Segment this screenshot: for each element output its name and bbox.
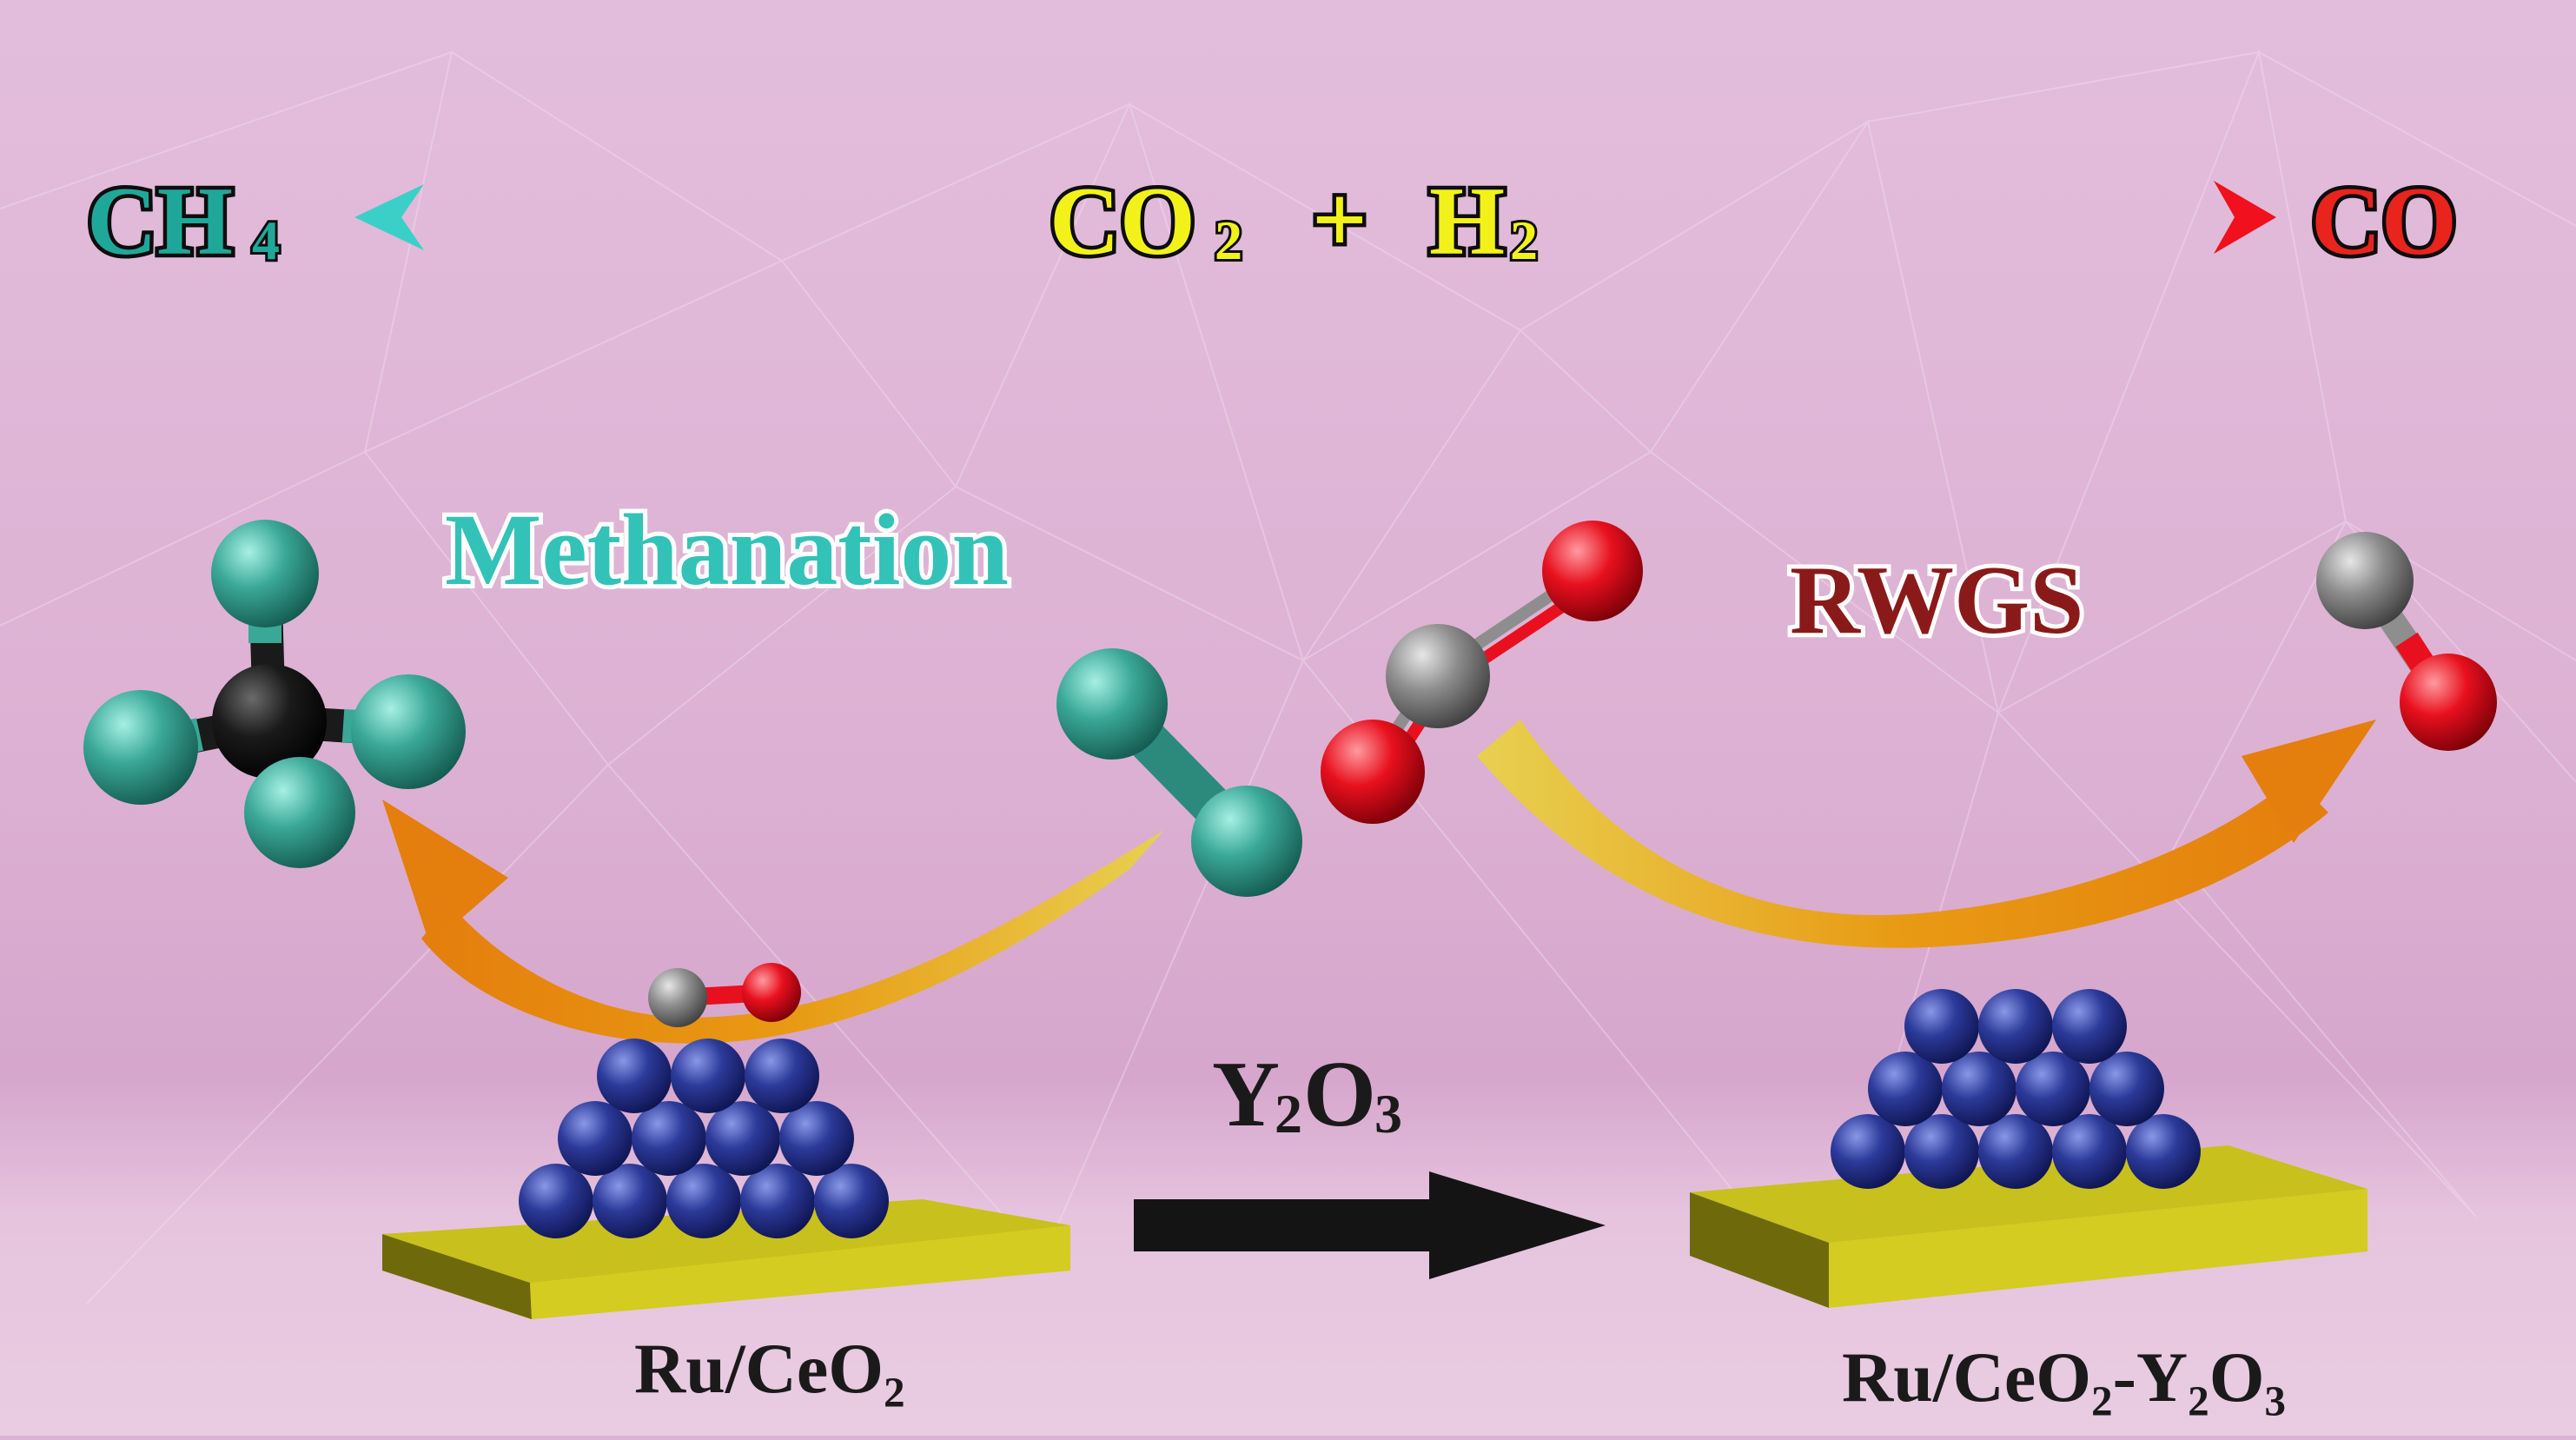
ru-nanoparticle-cluster-promoted — [1831, 989, 2201, 1189]
methanation-label: Methanation — [445, 493, 1009, 607]
carbon-dioxide-molecule-icon — [1321, 521, 1643, 824]
hydrogen-molecule-icon — [1056, 648, 1302, 897]
methane-molecule-icon — [83, 520, 466, 868]
reaction-equation: CH 4 CO 2 + H 2 CO — [83, 163, 2461, 280]
h2-label: H 2 — [1426, 164, 1541, 280]
right-arrow-icon — [1134, 1171, 1606, 1279]
y2o3-base-2: O — [1303, 1043, 1376, 1146]
y2o3-base-1: Y — [1212, 1043, 1280, 1146]
plus-sign: + — [1312, 166, 1367, 274]
ch4-label: CH 4 — [83, 164, 283, 280]
right-catalyst-label: Ru/CeO₂-Y₂O₃ — [1842, 1337, 2286, 1417]
left-catalyst: Ru/CeO₂ — [382, 963, 1070, 1408]
methanation-curved-arrow — [382, 800, 1164, 1044]
h2-label-base: H — [1429, 168, 1505, 275]
methanation-dashed-arrow — [354, 184, 999, 250]
ch4-label-subscript: 4 — [252, 209, 280, 271]
right-catalyst: Ru/CeO₂-Y₂O₃ — [1690, 989, 2367, 1417]
co2-label-subscript: 2 — [1215, 209, 1242, 271]
teal-arrowhead-icon — [354, 184, 424, 250]
rwgs-label: RWGS — [1790, 547, 2083, 654]
adsorbed-co-icon — [648, 963, 801, 1027]
promoter-arrow: Y 2 O 3 — [1134, 1043, 1606, 1279]
co2-label: CO 2 — [1046, 164, 1246, 280]
red-arrowhead-icon — [2214, 181, 2276, 254]
background-network-lines — [0, 49, 2576, 1306]
rwgs-dashed-arrow — [1642, 181, 2276, 254]
ch4-label-base: CH — [87, 168, 233, 275]
ceo2-y2o3-support-slab — [1690, 1145, 2367, 1308]
ru-nanoparticle-cluster — [519, 1039, 889, 1238]
ceo2-support-slab — [382, 1199, 1070, 1319]
rwgs-curved-arrow — [1477, 720, 2376, 948]
y2o3-label: Y 2 O 3 — [1212, 1043, 1402, 1146]
y2o3-sub-2: 3 — [1374, 1083, 1402, 1145]
left-catalyst-label: Ru/CeO₂ — [634, 1329, 905, 1408]
y2o3-sub-1: 2 — [1275, 1083, 1302, 1145]
co2-label-base: CO — [1050, 168, 1195, 275]
co-label: CO — [2311, 168, 2457, 275]
h2-label-subscript: 2 — [1510, 209, 1538, 271]
carbon-monoxide-molecule-icon — [2316, 532, 2497, 751]
